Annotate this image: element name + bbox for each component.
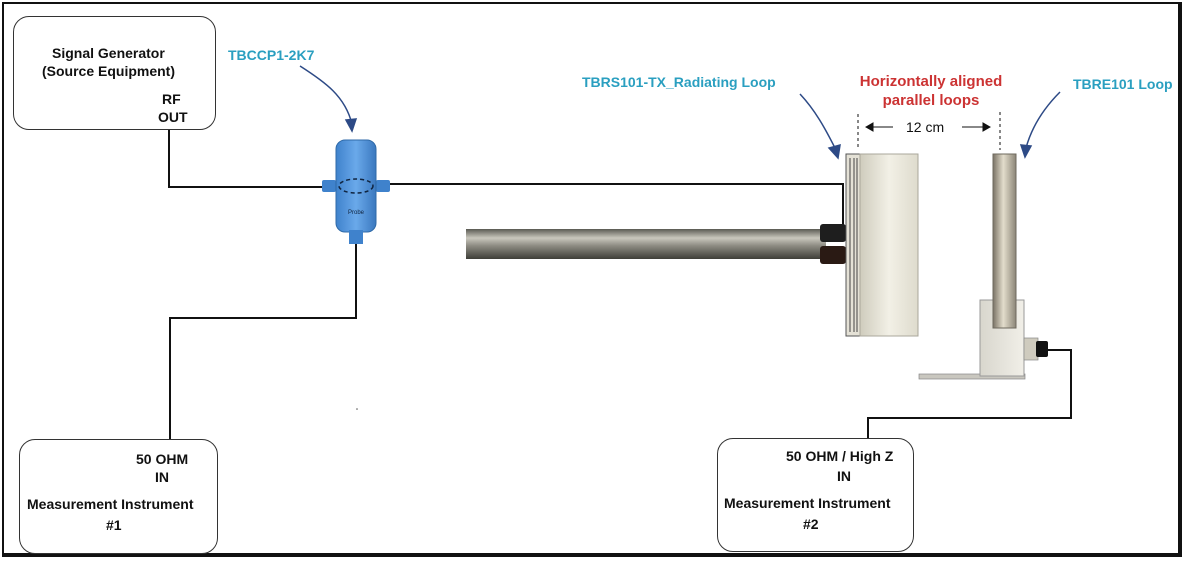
instrument2-number: #2 [803,516,819,532]
signal-generator-subtitle: (Source Equipment) [42,63,176,79]
probe-body-text: Probe [348,210,365,216]
alignment-note-line2: parallel loops [882,92,980,109]
measurement-instrument-2-box: 50 OHM / High Z IN Measurement Instrumen… [717,438,914,552]
cable-probe-to-instrument1 [169,244,357,441]
cable-rx-to-instrument2 [867,349,1072,440]
cable-generator-to-probe [168,130,330,188]
distance-label: 12 cm [906,119,945,135]
instrument2-title: Measurement Instrument [724,495,891,511]
coax-cables [168,130,1072,441]
radiating-loop-label: TBRS101-TX_Radiating Loop [582,74,776,90]
instrument2-port-line1: 50 OHM / High Z [786,448,894,464]
alignment-note-line1: Horizontally aligned [859,73,1003,90]
instrument1-number: #1 [106,517,122,533]
dimension-12cm [857,112,1001,150]
measurement-instrument-1-box: 50 OHM IN Measurement Instrument #1 [19,439,218,554]
radiating-loop-assembly [466,153,919,337]
signal-generator-title: Signal Generator [52,45,165,61]
instrument1-port-line1: 50 OHM [136,451,189,467]
rf-out-label-line2: OUT [158,109,188,125]
probe-model-label: TBCCP1-2K7 [228,47,315,63]
signal-generator-box: Signal Generator (Source Equipment) RF O… [13,16,216,130]
rf-out-label-line1: RF [162,91,181,107]
instrument1-port-line2: IN [155,469,169,485]
receive-loop-label: TBRE101 Loop [1073,76,1173,92]
receive-loop-assembly [918,153,1048,380]
current-probe: Probe [322,139,390,244]
diagram-frame [2,2,1182,557]
cable-probe-to-loop [390,183,844,238]
instrument2-port-line2: IN [837,468,851,484]
pointer-arrows [299,65,1061,160]
instrument1-title: Measurement Instrument [27,496,194,512]
alignment-note: Horizontally aligned parallel loops [848,72,1014,110]
